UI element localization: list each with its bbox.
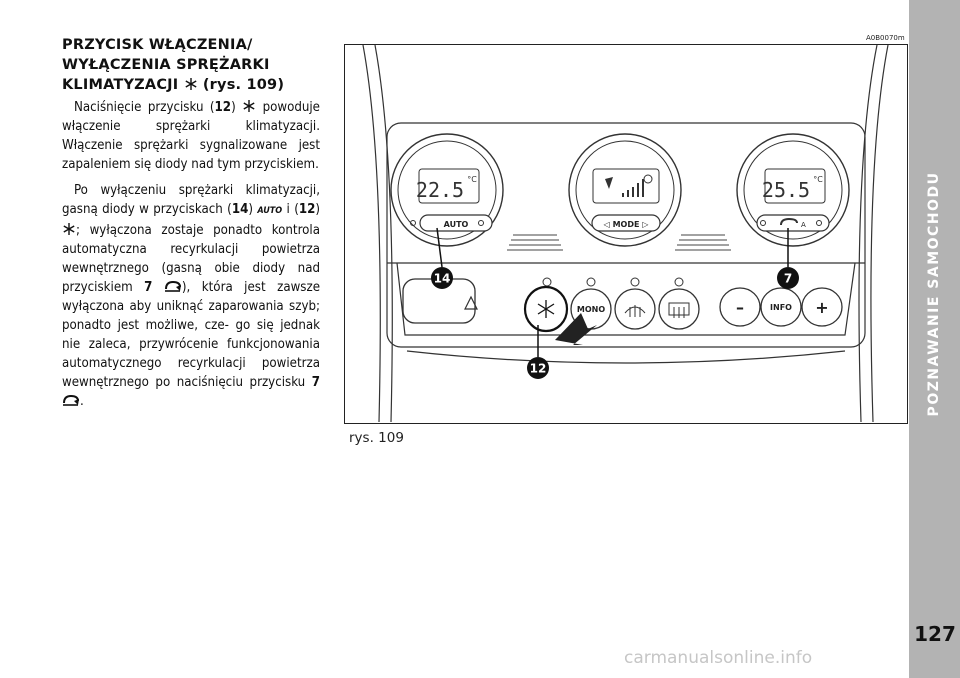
- p2-ref-14: 14: [231, 202, 249, 217]
- svg-text:7: 7: [784, 272, 792, 286]
- recirculation-auto-letter: A: [801, 221, 806, 229]
- p2-auto-label: AUTO: [257, 206, 283, 216]
- p2-text-a: Po wyłączeniu sprężarki klimatyzacji, ga…: [62, 183, 320, 217]
- right-temperature-display: 25.5 °C A: [736, 133, 850, 247]
- recirculation-icon: [164, 280, 181, 292]
- p2-ref-12: 12: [298, 202, 316, 217]
- p2-text-g: .: [80, 394, 84, 409]
- snowflake-icon: [185, 78, 197, 90]
- climate-panel-figure: 22.5 °C AUTO ◁ MODE ▷: [344, 44, 908, 424]
- plus-button[interactable]: +: [801, 287, 843, 327]
- fan-level-icon: [622, 179, 644, 197]
- svg-text:14: 14: [434, 272, 451, 286]
- hazard-icon: [464, 295, 478, 310]
- windshield-defrost-button[interactable]: [614, 288, 656, 330]
- fan-icon: [643, 174, 653, 184]
- right-temp-value: 25.5: [762, 178, 810, 202]
- right-temp-unit: °C: [813, 175, 823, 184]
- ac-compressor-button[interactable]: [523, 285, 569, 333]
- chapter-title-text: POZNAWANIE SAMOCHODU: [926, 171, 942, 417]
- climate-panel-illustration: 22.5 °C AUTO ◁ MODE ▷: [362, 44, 889, 423]
- recirculation-icon: [63, 394, 79, 406]
- heading-line-2: WYŁĄCZENIA SPRĘŻARKI: [62, 57, 270, 73]
- figure-caption: rys. 109: [349, 430, 404, 446]
- vent-grilles: [507, 234, 731, 251]
- rear-defrost-button[interactable]: [658, 288, 700, 330]
- left-temperature-display: 22.5 °C AUTO: [390, 133, 504, 247]
- figure-code: A0B0070m: [866, 34, 905, 42]
- press-arrow-icon: [555, 313, 597, 345]
- heading-line-3-text: KLIMATYZACJI: [62, 77, 179, 93]
- callout-12: 12: [527, 357, 549, 379]
- p2-ref-7b: 7: [311, 375, 320, 390]
- plus-label: +: [815, 298, 828, 317]
- minus-label: –: [736, 298, 744, 317]
- p2-text-e: ; wyłączona zostaje ponadto kontrola aut…: [62, 223, 320, 295]
- paragraph-2: Po wyłączeniu sprężarki klimatyzacji, ga…: [62, 181, 320, 411]
- heading-line-3: KLIMATYZACJI (rys. 109): [62, 75, 324, 95]
- snowflake-icon: [63, 223, 75, 235]
- heading-line-1: PRZYCISK WŁĄCZENIA/: [62, 37, 253, 53]
- p2-text-c: i (: [282, 202, 299, 217]
- info-button[interactable]: INFO: [760, 287, 802, 327]
- center-mode-display: ◁ MODE ▷: [568, 133, 682, 247]
- p2-text-b: ): [248, 202, 258, 217]
- recirculation-button[interactable]: [756, 214, 830, 232]
- mono-label: MONO: [577, 305, 605, 314]
- p1-ref-12: 12: [214, 100, 232, 115]
- svg-text:12: 12: [530, 362, 547, 376]
- minus-button[interactable]: –: [719, 287, 761, 327]
- callout-7: 7: [777, 267, 799, 289]
- chapter-side-tab: [909, 0, 960, 678]
- left-temp-unit: °C: [467, 175, 477, 184]
- p1-text-b: ): [231, 100, 243, 115]
- heading-figure-ref: (rys. 109): [202, 77, 285, 93]
- snowflake-icon: [243, 100, 255, 112]
- paragraph-1: Naciśnięcie przycisku (12) powoduje włąc…: [62, 98, 320, 174]
- left-temp-value: 22.5: [416, 178, 464, 202]
- mode-button[interactable]: ◁ MODE ▷: [603, 220, 650, 229]
- button-leds: [542, 277, 684, 287]
- p2-ref-7a: 7: [144, 280, 153, 295]
- section-heading: PRZYCISK WŁĄCZENIA/ WYŁĄCZENIA SPRĘŻARKI…: [62, 35, 324, 95]
- airflow-icon: [605, 177, 613, 189]
- snowflake-icon: [537, 300, 555, 318]
- recirculation-icon: [780, 217, 798, 226]
- watermark: carmanualsonline.info: [624, 648, 813, 668]
- page-number: 127: [914, 622, 956, 646]
- info-label: INFO: [770, 303, 792, 312]
- callout-14: 14: [431, 267, 453, 289]
- p1-text-a: Naciśnięcie przycisku (: [74, 100, 215, 115]
- p2-text-f: ), która jest zawsze wyłączona aby unikn…: [62, 280, 320, 390]
- auto-button[interactable]: AUTO: [444, 220, 469, 229]
- p2-text-d: ): [315, 202, 320, 217]
- p1-text-c: powoduje włączenie sprężarki klimatyzacj…: [62, 100, 320, 172]
